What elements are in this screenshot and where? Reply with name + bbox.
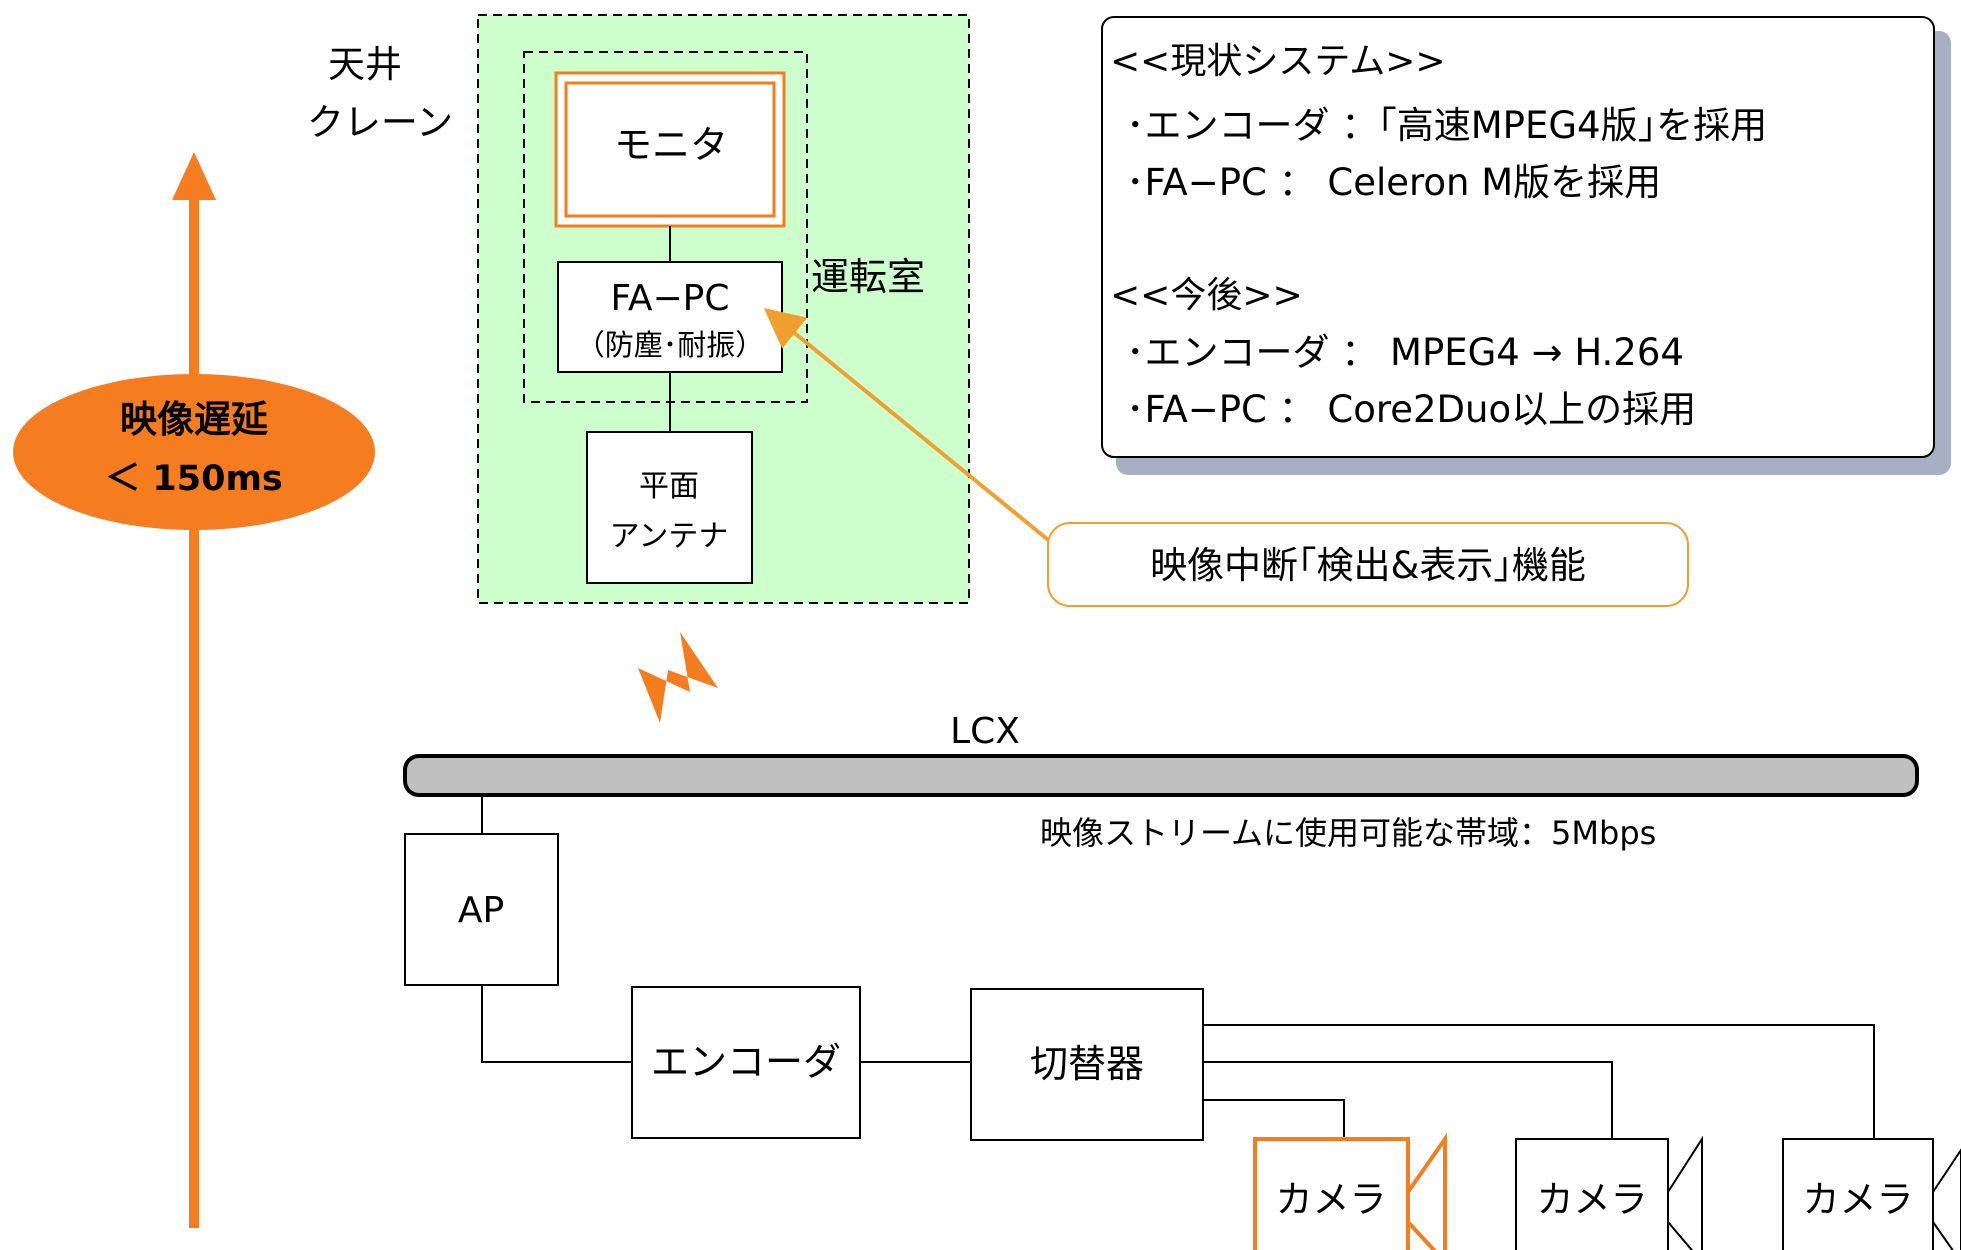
antenna-line2: アンテナ	[610, 519, 729, 554]
info-future-item-2: ･FA−PC ： Core2Duo以上の採用	[1126, 388, 1696, 431]
interruption-callout: 映像中断｢検出&表示｣機能	[1047, 522, 1689, 607]
crane-label-line2: クレーン	[307, 101, 453, 144]
fa-pc-box: FA−PC （防塵･耐振）	[557, 261, 783, 373]
lcx-cable	[403, 754, 1919, 797]
latency-ellipse: 映像遅延 ＜ 150ms	[13, 374, 375, 530]
antenna-line1: 平面	[639, 469, 699, 504]
info-current-item-2: ･FA−PC ： Celeron M版を採用	[1126, 161, 1661, 204]
callout-arrow	[763, 307, 1054, 545]
ap-label: AP	[458, 890, 504, 931]
cabin-label: 運転室	[811, 255, 925, 299]
camera-3: カメラ	[1782, 1138, 1961, 1250]
lcx-label: LCX	[950, 711, 1020, 752]
fa-pc-line2: （防塵･耐振）	[576, 328, 765, 362]
latency-line1: 映像遅延	[120, 398, 268, 441]
camera-3-label: カメラ	[1803, 1178, 1914, 1221]
info-future-header: <<今後>>	[1110, 275, 1303, 316]
switcher-label: 切替器	[1030, 1042, 1144, 1086]
camera-2: カメラ	[1515, 1135, 1703, 1250]
info-current-header: <<現状システム>>	[1110, 41, 1446, 82]
encoder-label: エンコーダ	[651, 1040, 841, 1084]
monitor: モニタ	[554, 71, 786, 228]
latency-line2: ＜ 150ms	[105, 459, 283, 499]
bandwidth-note: 映像ストリームに使用可能な帯域：5Mbps	[1040, 814, 1656, 852]
info-box: <<現状システム>> ･エンコーダ ：｢高速MPEG4版｣を採用 ･FA−PC …	[1101, 16, 1951, 475]
callout-text: 映像中断｢検出&表示｣機能	[1150, 544, 1586, 587]
fa-pc-line1: FA−PC	[610, 278, 729, 319]
switcher: 切替器	[970, 988, 1204, 1141]
wireless-signal-icon	[638, 632, 718, 723]
planar-antenna: 平面 アンテナ	[586, 431, 753, 584]
camera-1-label: カメラ	[1276, 1178, 1387, 1221]
info-current-item-1: ･エンコーダ ：｢高速MPEG4版｣を採用	[1126, 104, 1767, 147]
camera-1: カメラ	[1253, 1132, 1447, 1250]
crane-label-line1: 天井	[328, 43, 402, 86]
access-point: AP	[404, 833, 559, 986]
monitor-label: モニタ	[614, 123, 728, 167]
encoder: エンコーダ	[631, 986, 861, 1139]
cabin-box	[523, 51, 808, 403]
camera-2-label: カメラ	[1537, 1178, 1648, 1221]
wiring	[481, 795, 1875, 1139]
info-future-item-1: ･エンコーダ ： MPEG4 → H.264	[1126, 331, 1684, 374]
latency-arrow	[172, 152, 216, 1228]
